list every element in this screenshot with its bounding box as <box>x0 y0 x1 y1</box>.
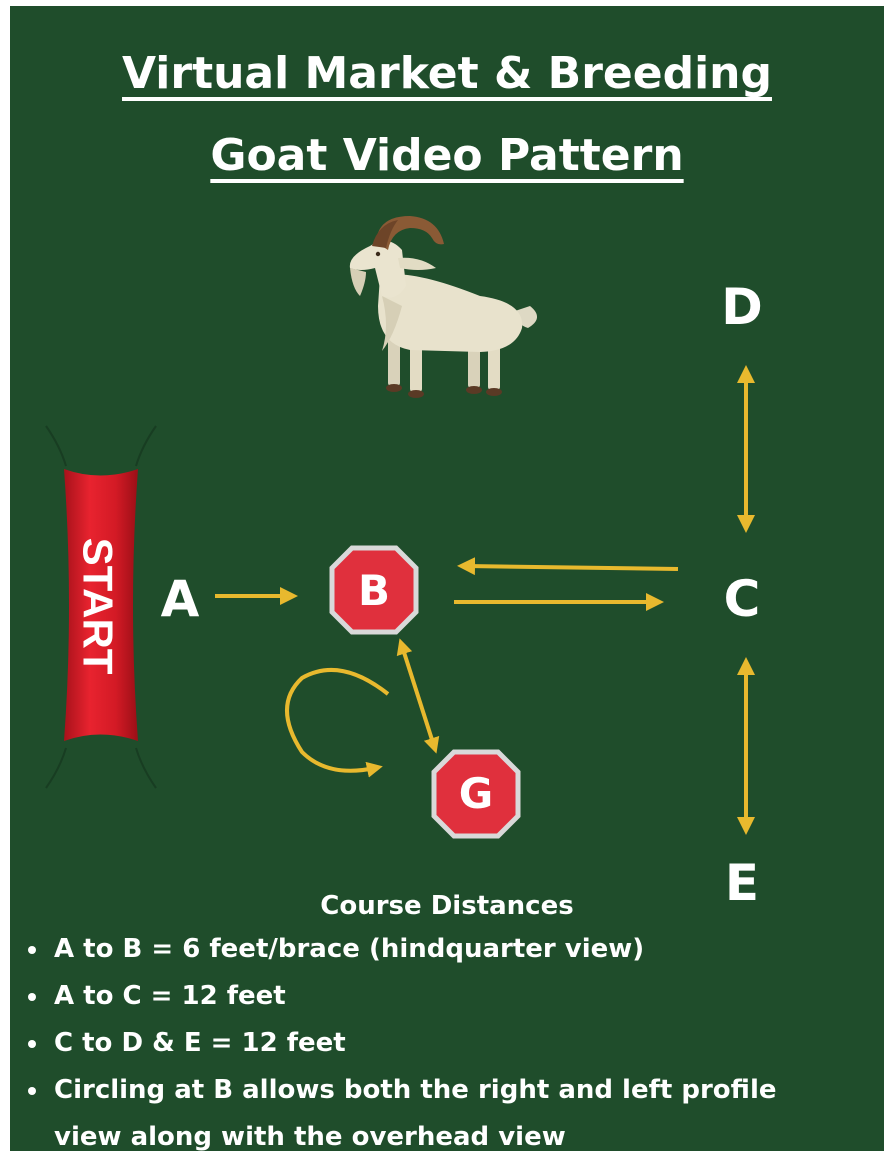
distances-list: A to B = 6 feet/brace (hindquarter view)… <box>16 926 850 1161</box>
point-b-label: B <box>357 566 390 615</box>
octagon-g <box>431 749 521 839</box>
title-line-1: Virtual Market & Breeding <box>122 48 772 99</box>
pattern-diagram: START <box>45 216 755 839</box>
octagon-b <box>329 545 419 635</box>
pattern-board: Virtual Market & Breeding Goat Video Pat… <box>10 6 884 1152</box>
circle-arrow <box>285 668 390 778</box>
start-banner-label: START <box>75 538 122 675</box>
point-e-label: E <box>724 854 760 912</box>
pattern-arrows <box>215 365 755 835</box>
arrow-c-to-b <box>457 557 679 576</box>
title-line-2: Goat Video Pattern <box>210 130 684 181</box>
start-banner: START <box>45 425 157 789</box>
distance-item: Circling at B allows both the right and … <box>50 1067 850 1161</box>
distance-item: C to D & E = 12 feet <box>50 1020 850 1067</box>
point-g-label: G <box>458 769 494 818</box>
distance-item: A to B = 6 feet/brace (hindquarter view) <box>50 926 850 973</box>
distances-heading: Course Distances <box>320 891 574 921</box>
distance-item: A to C = 12 feet <box>50 973 850 1020</box>
arrow-b-g <box>396 638 440 754</box>
point-c-label: C <box>723 570 761 628</box>
point-a-label: A <box>160 570 200 628</box>
point-d-label: D <box>721 278 763 336</box>
goat-icon <box>349 216 538 398</box>
